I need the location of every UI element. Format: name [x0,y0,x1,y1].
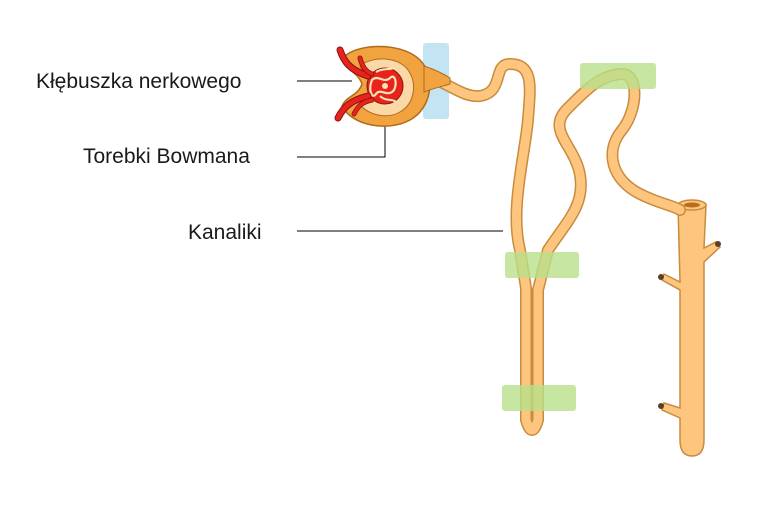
arterioles [334,46,375,122]
highlight-green-loop-upper [505,252,579,278]
renal-tubule [414,58,686,436]
label-bowman-capsule: Torebki Bowmana [83,145,250,168]
leader-line-bowman [297,120,386,158]
leader-lines [297,80,503,232]
label-tubules: Kanaliki [188,221,262,244]
highlight-green-loop-lower [502,385,576,411]
highlight-green-distal-top [580,63,656,89]
label-glomerulus: Kłębuszka nerkowego [36,70,242,93]
glomerulus [366,67,404,105]
collecting-duct [658,199,722,457]
